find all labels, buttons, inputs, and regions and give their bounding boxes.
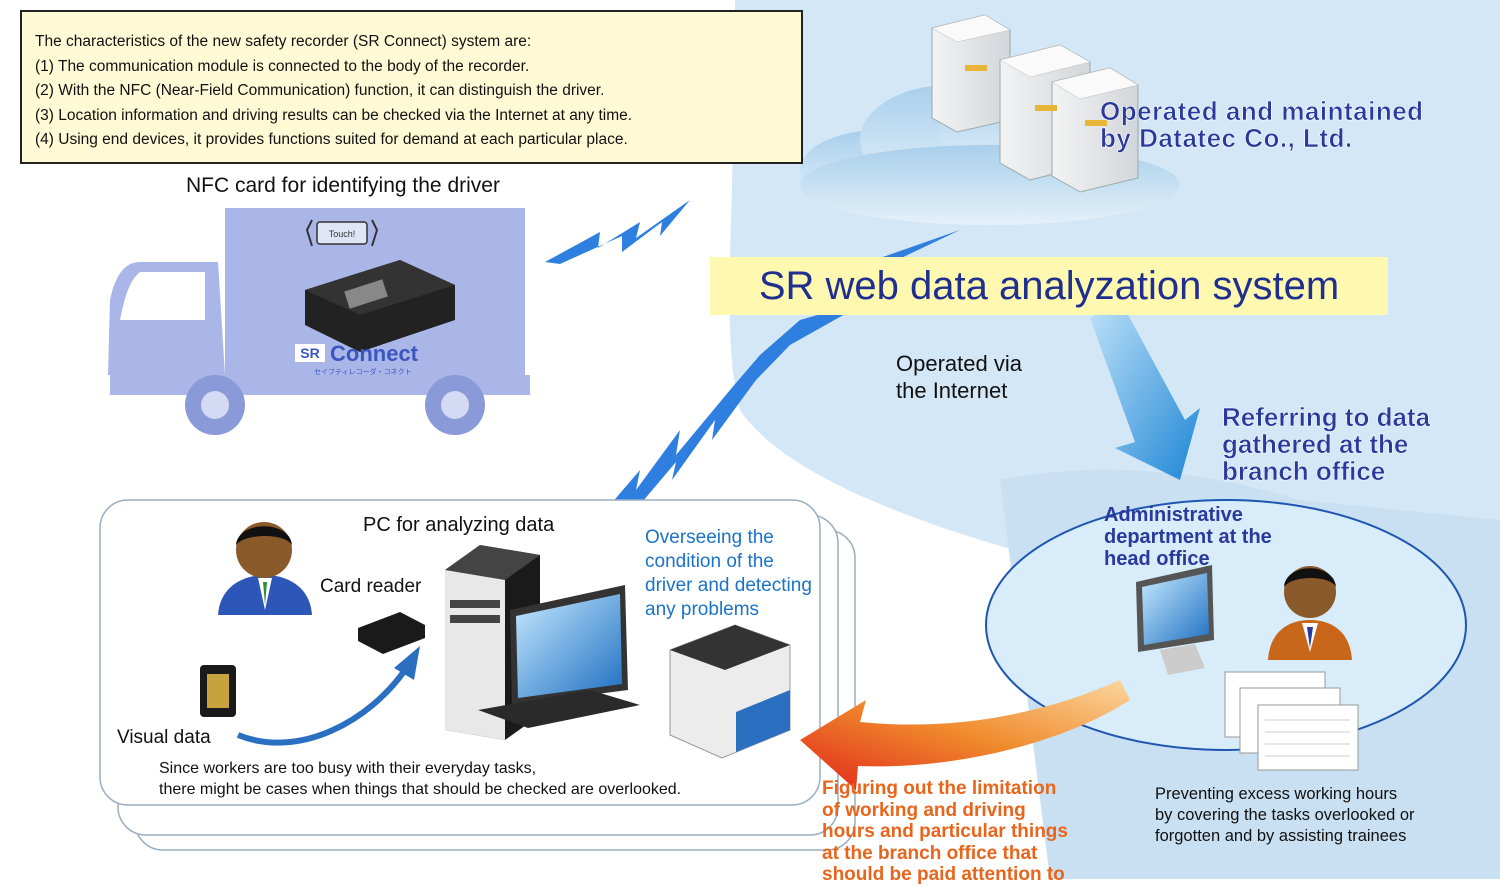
- characteristic-1: (1) The communication module is connecte…: [35, 57, 530, 75]
- system-title: SR web data analyzation system: [710, 257, 1388, 315]
- overseeing-label: Overseeing the condition of the driver a…: [645, 526, 812, 622]
- feedback-arrow: [800, 680, 1130, 790]
- visual-data-label: Visual data: [117, 727, 211, 748]
- server-icon: [931, 14, 1139, 193]
- operator-line-1: Operated and maintained: [1100, 96, 1424, 126]
- overseeing-line-2: condition of the: [645, 551, 774, 572]
- admin-line-1: Administrative: [1104, 504, 1243, 526]
- figuring-label: Figuring out the limitation of working a…: [822, 778, 1068, 886]
- characteristic-4: (4) Using end devices, it provides funct…: [35, 131, 628, 148]
- logo-connect: Connect: [330, 341, 419, 366]
- figuring-line-5: should be paid attention to: [822, 864, 1065, 885]
- internet-label: Operated via the Internet: [896, 350, 1022, 404]
- logo-sr: SR: [300, 345, 319, 361]
- internet-line-1: Operated via: [896, 351, 1022, 376]
- operator-label: Operated and maintained by Datatec Co., …: [1100, 96, 1424, 153]
- referring-label: Referring to data gathered at the branch…: [1222, 402, 1431, 486]
- figuring-line-2: of working and driving: [822, 799, 1026, 821]
- admin-avatar: [1268, 566, 1352, 660]
- characteristic-3: (3) Location information and driving res…: [35, 106, 633, 124]
- truck-illustration: [108, 208, 530, 435]
- figuring-line-4: at the branch office that: [822, 842, 1038, 864]
- card-reader-icon: [358, 612, 425, 654]
- preventing-label: Preventing excess working hours by cover…: [1155, 784, 1415, 847]
- preventing-line-3: forgotten and by assisting trainees: [1155, 827, 1407, 845]
- sd-card-icon: [200, 665, 236, 717]
- overlooked-note: Since workers are too busy with their ev…: [159, 758, 681, 800]
- referring-line-2: gathered at the: [1222, 429, 1409, 459]
- referring-line-1: Referring to data: [1222, 402, 1431, 432]
- system-characteristics-box: The characteristics of the new safety re…: [20, 10, 803, 164]
- nfc-card-label: NFC card for identifying the driver: [186, 174, 500, 197]
- worker-avatar: [218, 522, 312, 615]
- overseeing-line-1: Overseeing the: [645, 527, 774, 548]
- logo-subtitle: セイフティレコーダ・コネクト: [314, 367, 412, 376]
- printer-icon: [669, 624, 791, 759]
- preventing-line-1: Preventing excess working hours: [1155, 785, 1398, 803]
- figuring-line-3: hours and particular things: [822, 821, 1068, 842]
- admin-monitor-icon: [1136, 565, 1214, 675]
- characteristic-2: (2) With the NFC (Near-Field Communicati…: [35, 82, 605, 99]
- overlooked-line-1: Since workers are too busy with their ev…: [159, 760, 537, 777]
- arrow-to-head-office: [1090, 300, 1200, 480]
- documents-icon: [1224, 671, 1359, 771]
- figuring-line-1: Figuring out the limitation: [822, 778, 1057, 799]
- admin-department-label: Administrative department at the head of…: [1104, 504, 1272, 570]
- operator-line-2: by Datatec Co., Ltd.: [1100, 123, 1353, 153]
- preventing-line-2: by covering the tasks overlooked or: [1155, 806, 1415, 824]
- touch-label: Touch!: [329, 229, 356, 239]
- characteristics-intro: The characteristics of the new safety re…: [35, 33, 532, 50]
- pc-icon: [445, 545, 640, 740]
- overlooked-line-2: there might be cases when things that sh…: [159, 781, 682, 798]
- admin-line-2: department at the: [1104, 526, 1272, 548]
- card-reader-label: Card reader: [320, 576, 422, 597]
- internet-line-2: the Internet: [896, 378, 1008, 403]
- referring-line-3: branch office: [1222, 456, 1386, 486]
- data-flow-arrow: [236, 646, 420, 746]
- pc-label: PC for analyzing data: [363, 514, 555, 536]
- admin-line-3: head office: [1104, 548, 1210, 570]
- overseeing-line-4: any problems: [645, 599, 760, 620]
- overseeing-line-3: driver and detecting: [645, 575, 812, 596]
- sr-connect-logo: SR Connect セイフティレコーダ・コネクト: [295, 341, 419, 376]
